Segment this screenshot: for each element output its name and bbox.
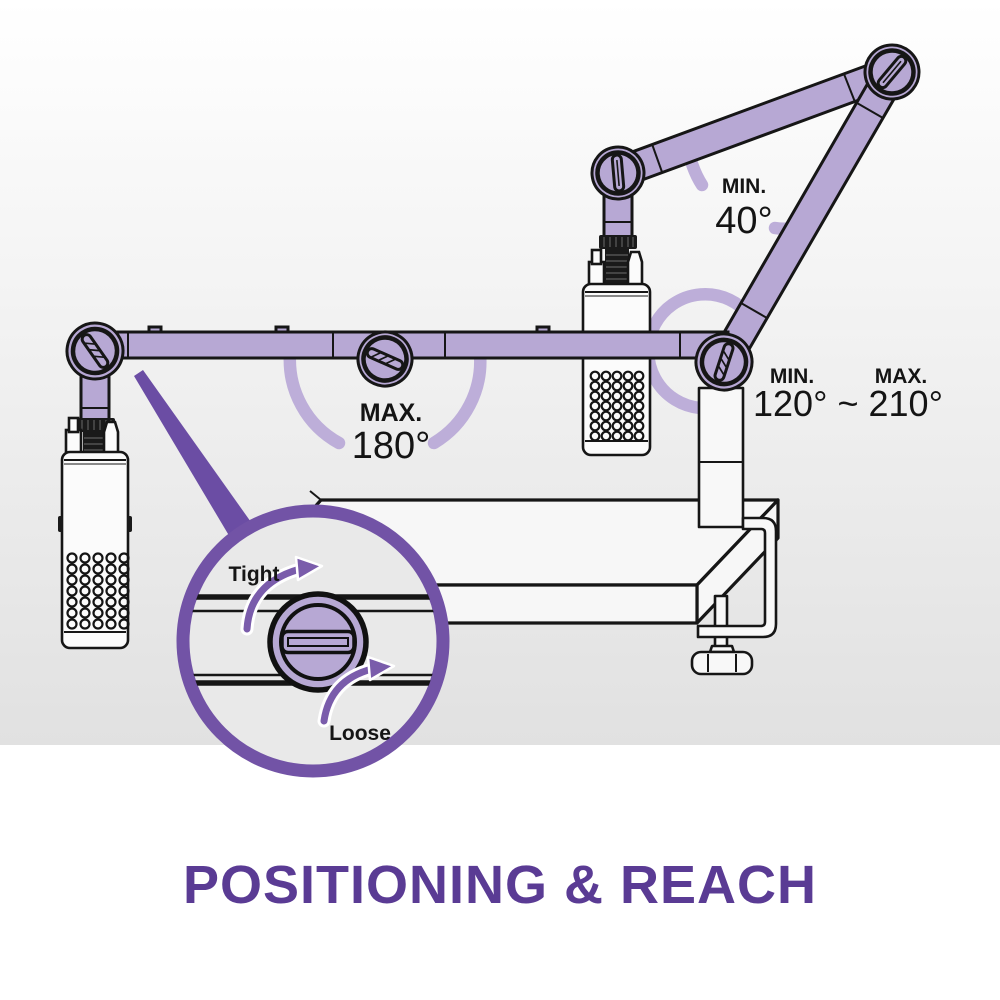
- hinge-joints: [65, 43, 921, 392]
- hinge-joint-left: [65, 321, 125, 381]
- connector-pin-cap: [67, 416, 80, 434]
- loose-label: Loose: [329, 722, 391, 745]
- connector-pin: [102, 420, 120, 456]
- tube-divider: [651, 143, 663, 173]
- fold-angle-value: 40°: [715, 200, 772, 242]
- title-background: [0, 745, 1000, 1000]
- magnified-thumbscrew: [267, 591, 369, 693]
- angle-labels: MIN. 40° MAX. 180° MIN. MAX. 120° ~ 210°: [352, 175, 943, 467]
- leader-line: [134, 370, 258, 549]
- rotation-min-label: MIN.: [770, 365, 814, 388]
- rotation-range-value: 120° ~ 210°: [753, 383, 943, 424]
- tube-divider: [740, 302, 768, 319]
- collar-knurl: [603, 237, 634, 247]
- thread-ribs: [606, 254, 628, 280]
- hinge-joint-upper-left: [590, 145, 646, 201]
- tube-bump: [274, 325, 290, 334]
- hinge-knob-middle: [356, 330, 414, 388]
- loose-arrowhead-icon: [366, 655, 396, 682]
- desk-clamp: [690, 386, 778, 676]
- tube-divider: [856, 102, 884, 119]
- hinge-joint-top: [863, 43, 921, 101]
- rotation-arc: [642, 288, 757, 415]
- swing-arc-left: [283, 347, 346, 450]
- clamp-bracket: [696, 516, 778, 639]
- tube-bump: [535, 325, 551, 334]
- swing-arc-right: [427, 347, 487, 450]
- magnifier-callout: Tight Loose: [134, 370, 450, 778]
- tight-label: Tight: [229, 563, 280, 586]
- thread-ribs: [84, 437, 106, 451]
- tube-bump: [147, 325, 163, 334]
- fold-angle-label: MIN.: [722, 175, 766, 198]
- hinge-joint-base: [694, 332, 754, 392]
- connector-pin: [587, 260, 606, 288]
- thumbscrew-knob: [690, 650, 754, 676]
- tight-arrow: [243, 565, 304, 633]
- connector-pin-cap: [590, 248, 603, 266]
- rotation-max-label: MAX.: [875, 365, 928, 388]
- swing-angle-value: 180°: [352, 425, 431, 467]
- mic-grille: [66, 552, 130, 630]
- connector-pin: [64, 428, 83, 456]
- mic-side-nub: [58, 516, 63, 532]
- mic-grille: [589, 370, 645, 442]
- tight-arrowhead-icon: [294, 555, 324, 582]
- page-title: POSITIONING & REACH: [183, 855, 817, 915]
- mic-body: [60, 450, 130, 650]
- microphone-left: [58, 364, 132, 650]
- desk-edge-chamfer: [309, 490, 322, 501]
- riser-post: [697, 386, 745, 529]
- tube-divider: [843, 73, 856, 103]
- mic-body: [581, 282, 652, 457]
- swing-angle-label: MAX.: [360, 399, 423, 427]
- mount-collar: [599, 235, 637, 249]
- loose-arrow: [320, 665, 376, 725]
- mic-side-nub: [127, 516, 132, 532]
- connector-pin: [626, 250, 644, 288]
